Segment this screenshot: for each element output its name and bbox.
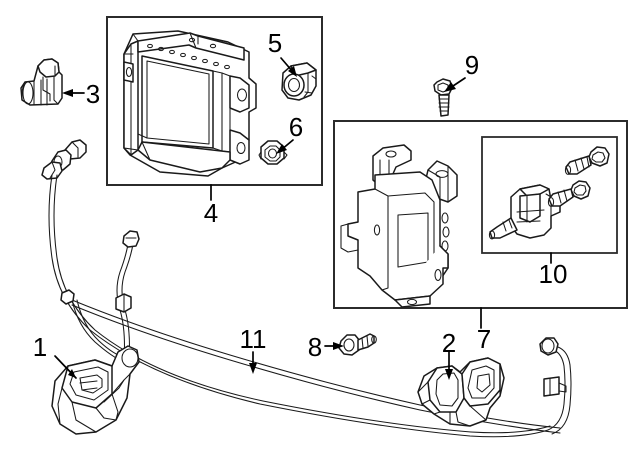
callout-label-9: 9 bbox=[465, 50, 479, 80]
part-clip-screw bbox=[338, 333, 377, 356]
part-side-sensor bbox=[20, 58, 63, 106]
part-flange-nut bbox=[258, 140, 288, 165]
callout-label-10: 10 bbox=[539, 259, 568, 289]
callout-label-2: 2 bbox=[442, 328, 456, 358]
part-corner-sensor-left bbox=[51, 345, 140, 435]
part-radar-unit bbox=[123, 30, 257, 177]
part-camera-sensor bbox=[281, 62, 317, 101]
callout-label-7: 7 bbox=[477, 324, 491, 354]
callout-label-11: 11 bbox=[240, 324, 267, 354]
callout-labels: 1 2 3 4 5 6 7 8 9 10 11 bbox=[33, 28, 568, 362]
callout-label-3: 3 bbox=[86, 79, 100, 109]
callout-label-6: 6 bbox=[289, 112, 303, 142]
callout-label-4: 4 bbox=[204, 198, 218, 228]
part-sensor-bolt-kit bbox=[488, 146, 610, 240]
part-corner-sensor-right bbox=[417, 357, 505, 427]
part-mounting-bracket bbox=[340, 144, 458, 308]
callout-label-1: 1 bbox=[33, 332, 47, 362]
callout-label-8: 8 bbox=[308, 332, 322, 362]
radar-unit-panel bbox=[106, 16, 323, 186]
callout-leaders bbox=[54, 57, 552, 380]
sensor-bolt-kit-panel bbox=[481, 136, 618, 254]
callout-label-5: 5 bbox=[268, 28, 282, 58]
